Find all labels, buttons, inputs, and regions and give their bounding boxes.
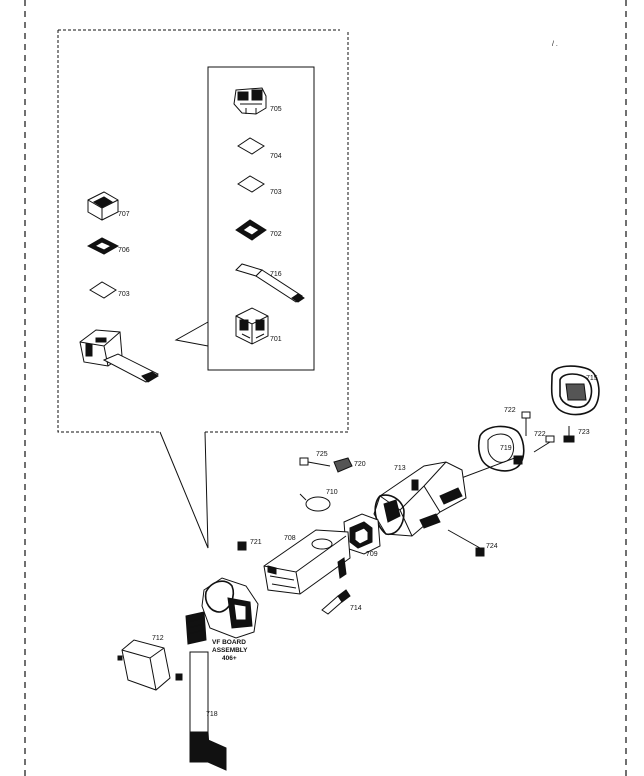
label-703: 703 [270, 189, 282, 196]
label-715: 715 [586, 375, 598, 382]
part-724-screw [447, 529, 485, 557]
label-706: 706 [118, 247, 130, 254]
label-702: 702 [270, 231, 282, 238]
label-703-left: 703 [118, 291, 130, 298]
part-702-frame [235, 219, 267, 241]
corner-mark: / . [552, 41, 558, 48]
label-719: 719 [500, 445, 512, 452]
part-712-shield [117, 639, 183, 691]
part-706-frame [86, 237, 120, 255]
part-704-sheet [237, 137, 265, 155]
label-701: 701 [270, 336, 282, 343]
part-715-eyecup [550, 365, 600, 416]
part-725-pin [299, 457, 331, 467]
label-704: 704 [270, 153, 282, 160]
part-721-screw [237, 541, 247, 551]
part-718-flex-cable [189, 651, 227, 771]
part-716-flex [235, 263, 305, 303]
part-vf-board-assembly [185, 577, 259, 645]
part-708-housing [263, 529, 351, 595]
label-712: 712 [152, 635, 164, 642]
part-assembled-lcd-block [79, 329, 159, 383]
part-714-lever [321, 589, 351, 615]
part-701-block [235, 307, 269, 345]
part-707-holder [87, 191, 119, 221]
part-722-screw-a [521, 411, 531, 436]
label-718: 718 [206, 711, 218, 718]
label-713: 713 [394, 465, 406, 472]
part-709-lcd-holder [343, 513, 381, 555]
label-724: 724 [486, 543, 498, 550]
label-709: 709 [366, 551, 378, 558]
label-714: 714 [350, 605, 362, 612]
inset-box-inner [207, 66, 315, 371]
label-720: 720 [354, 461, 366, 468]
callout-leader-main [159, 431, 209, 549]
label-716: 716 [270, 271, 282, 278]
label-vf-board-line1: VF BOARD [212, 639, 246, 646]
label-722-b: 722 [534, 431, 546, 438]
part-705-bracket [233, 87, 267, 115]
label-705: 705 [270, 106, 282, 113]
label-723: 723 [578, 429, 590, 436]
label-722-a: 722 [504, 407, 516, 414]
part-722-screw-b [533, 435, 555, 453]
inset-box-outer [57, 29, 349, 433]
part-703-left-sheet [89, 281, 117, 299]
label-707: 707 [118, 211, 130, 218]
label-708: 708 [284, 535, 296, 542]
part-703-sheet [237, 175, 265, 193]
part-720-block [333, 457, 353, 473]
label-721: 721 [250, 539, 262, 546]
label-710: 710 [326, 489, 338, 496]
label-725: 725 [316, 451, 328, 458]
label-vf-board-line2: ASSEMBLY [212, 647, 248, 654]
label-vf-board-line3: 406+ [222, 655, 237, 662]
part-713-viewfinder-barrel [373, 461, 467, 537]
part-723-screw [563, 426, 575, 443]
callout-leader-inner [174, 321, 209, 347]
part-710-lens-disc [299, 493, 331, 512]
